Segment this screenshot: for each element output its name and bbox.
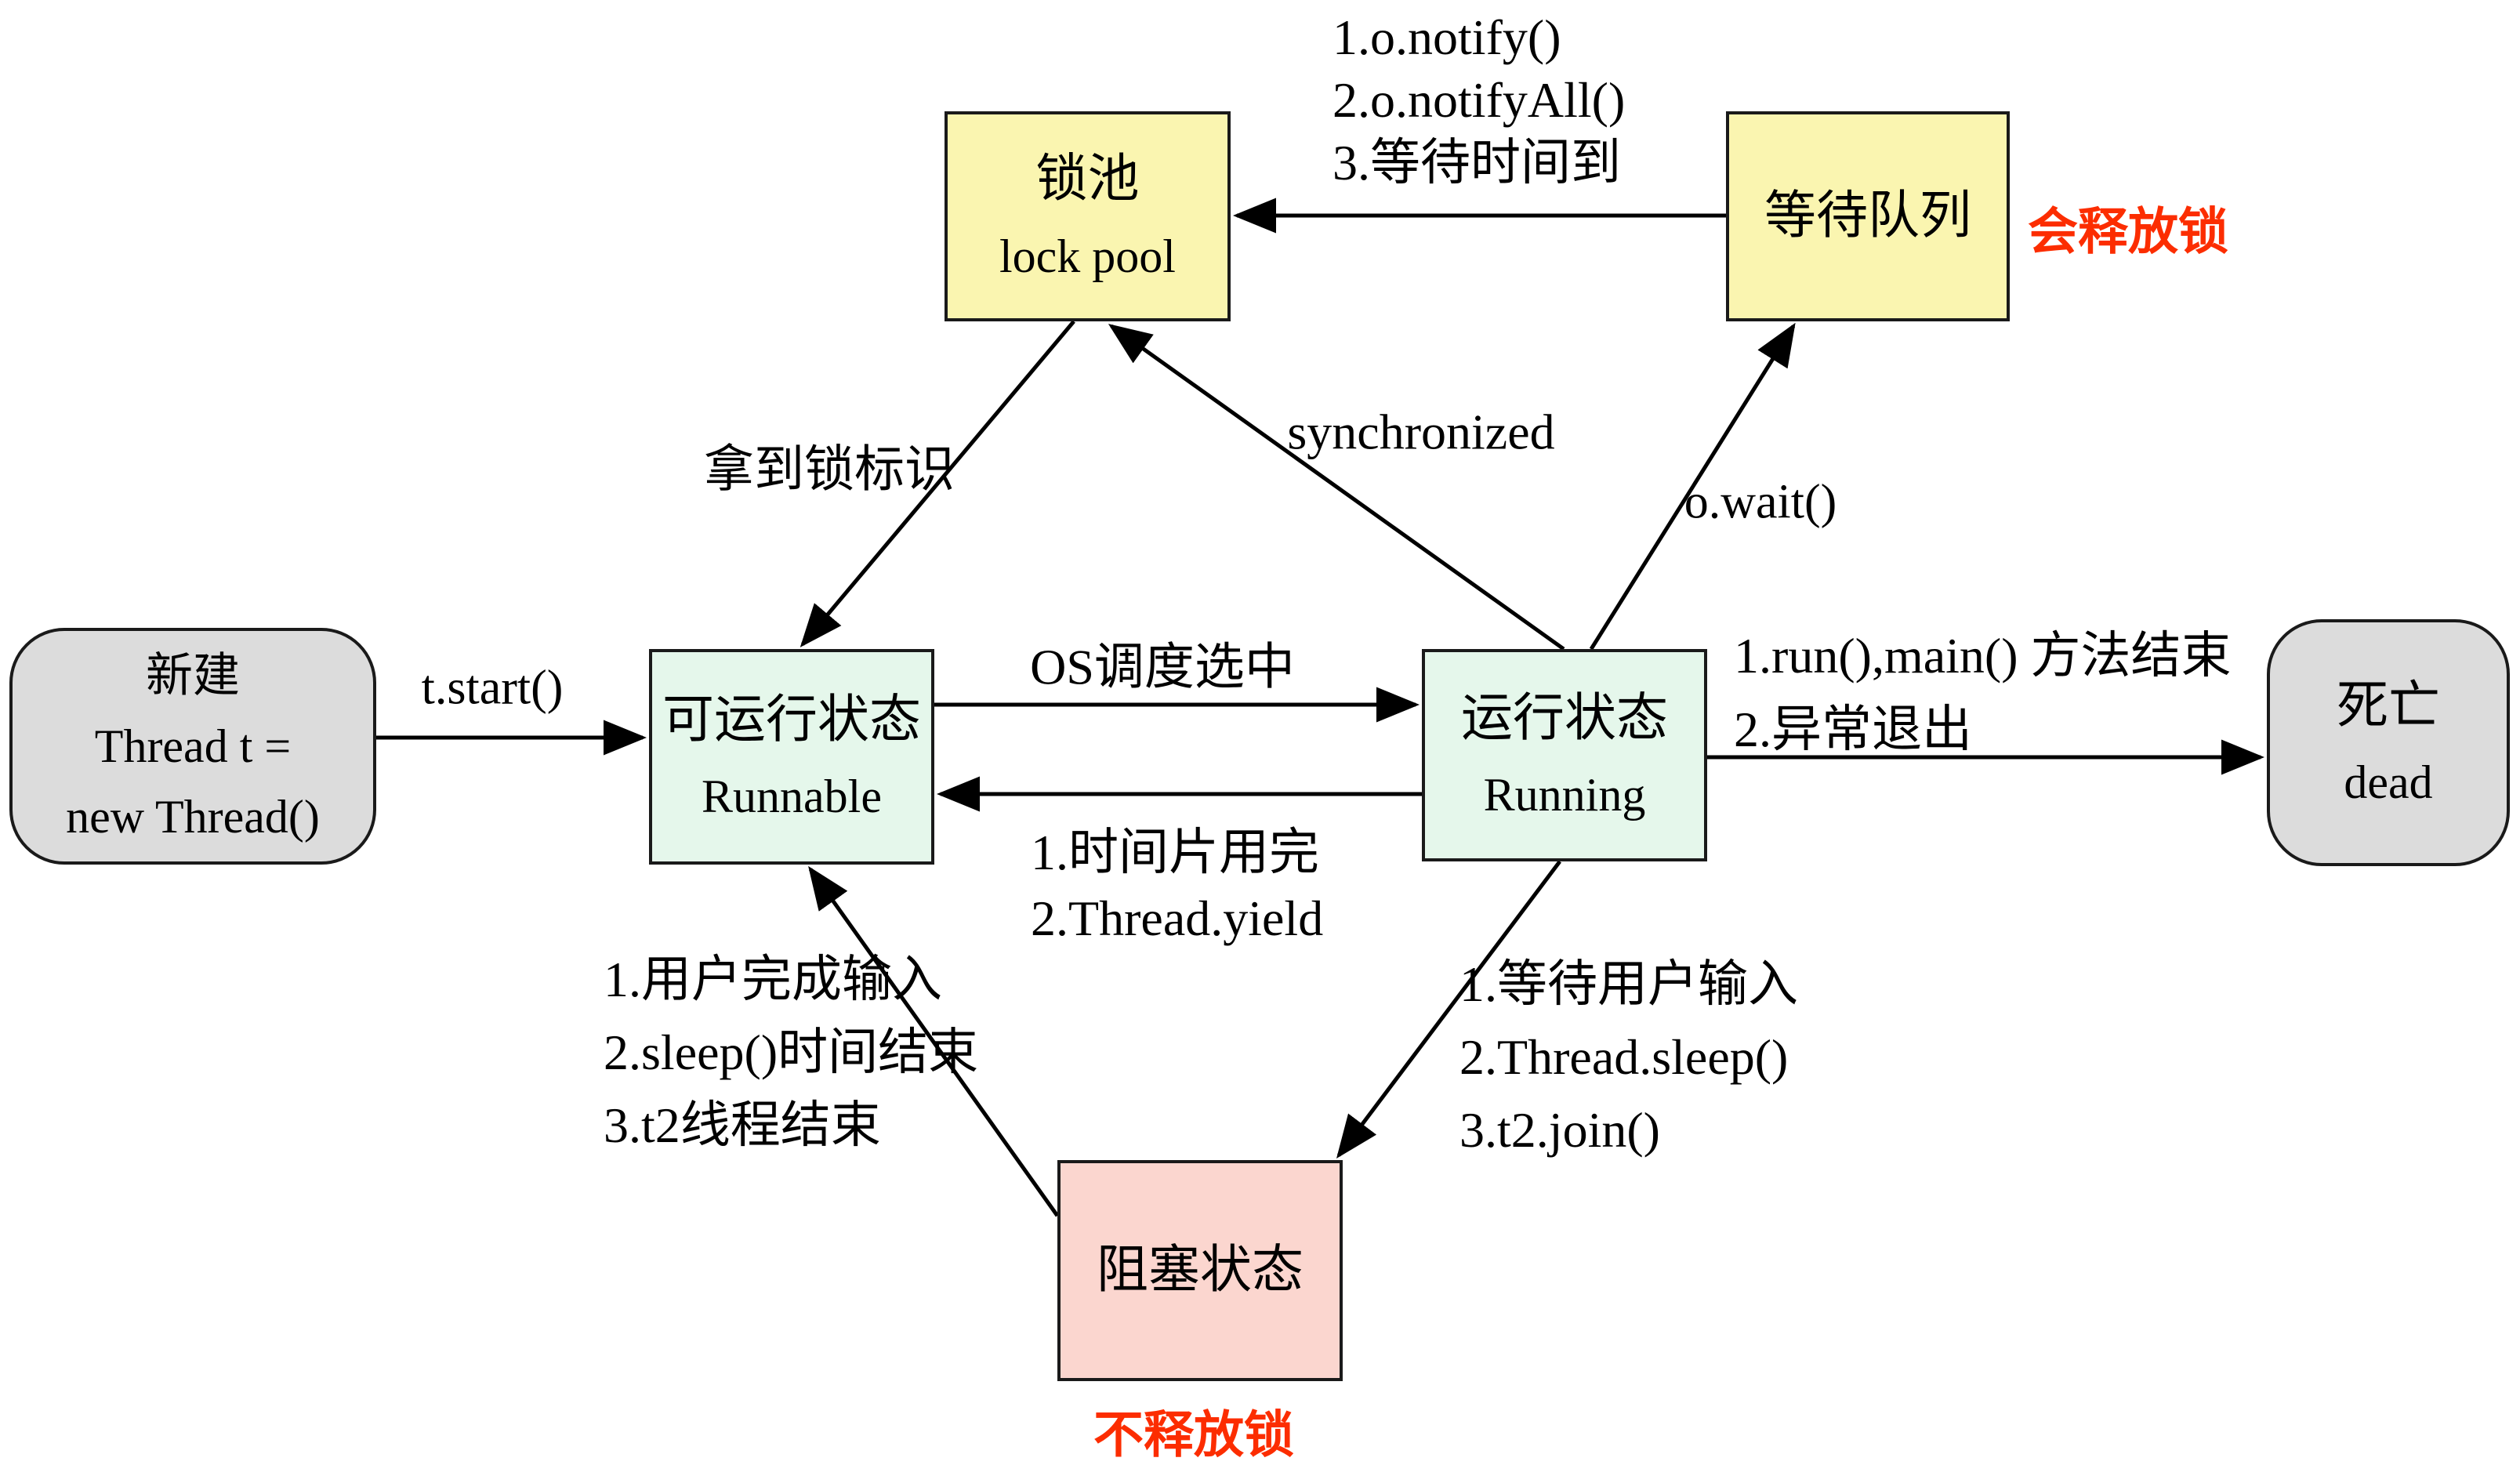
label-to-dead-list: 1.run(),main() 方法结束 2.异常退出 (1734, 619, 2232, 767)
dead-subtitle: dead (2344, 756, 2433, 809)
edge-synchronized (1108, 324, 1565, 651)
edge-o-wait (1589, 322, 1796, 651)
notify-line-2: 2.o.notifyAll() (1333, 72, 1626, 128)
wake-line-3: 3.t2线程结束 (604, 1097, 881, 1153)
label-synchronized: synchronized (1287, 404, 1555, 460)
edge-get-lock (800, 320, 1075, 647)
to-dead-line-1: 1.run(),main() 方法结束 (1734, 628, 2232, 684)
label-get-lock: 拿到锁标识 (704, 441, 955, 498)
label-o-wait: o.wait() (1684, 475, 1837, 529)
node-dead: 死亡 dead (2267, 619, 2510, 866)
block-line-2: 2.Thread.sleep() (1459, 1029, 1789, 1085)
notify-line-3: 3.等待时间到 (1333, 135, 1621, 190)
lock-pool-title: 锁池 (1035, 150, 1140, 209)
edge-to-blocked (1336, 860, 1561, 1159)
lock-pool-subtitle: lock pool (999, 230, 1176, 282)
label-yield-list: 1.时间片用完 2.Thread.yield (1031, 820, 1323, 952)
new-thread-code-line2: new Thread() (66, 791, 320, 843)
notify-line-1: 1.o.notify() (1333, 9, 1561, 65)
node-wait-queue: 等待队列 (1726, 111, 2010, 321)
node-running: 运行状态 Running (1422, 649, 1707, 861)
to-dead-line-2: 2.异常退出 (1734, 702, 1972, 757)
node-lock-pool: 锁池 lock pool (945, 111, 1231, 321)
label-wake-list: 1.用户完成输入 2.sleep()时间结束 3.t2线程结束 (604, 943, 978, 1162)
label-not-release-lock: 不释放锁 (1093, 1407, 1294, 1463)
edge-wake (808, 865, 1060, 1217)
wait-queue-title: 等待队列 (1764, 187, 1971, 245)
runnable-title: 可运行状态 (662, 691, 921, 749)
yield-line-1: 1.时间片用完 (1031, 825, 1319, 880)
node-new-thread: 新建 Thread t = new Thread() (9, 628, 376, 865)
node-runnable: 可运行状态 Runnable (649, 649, 934, 865)
label-t-start: t.start() (421, 661, 564, 715)
yield-line-2: 2.Thread.yield (1031, 890, 1324, 946)
wake-line-1: 1.用户完成输入 (604, 952, 942, 1007)
dead-title: 死亡 (2337, 676, 2440, 734)
block-line-1: 1.等待用户输入 (1459, 956, 1798, 1012)
label-will-release-lock: 会释放锁 (2028, 204, 2228, 260)
running-subtitle: Running (1483, 769, 1646, 821)
block-line-3: 3.t2.join() (1459, 1102, 1660, 1158)
node-blocked: 阻塞状态 (1057, 1160, 1343, 1381)
label-notify-list: 1.o.notify() 2.o.notifyAll() 3.等待时间到 (1333, 6, 1625, 194)
label-os-schedule: OS调度选中 (1030, 639, 1295, 695)
runnable-subtitle: Runnable (702, 771, 882, 823)
new-thread-code-line1: Thread t = (94, 720, 292, 772)
wake-line-2: 2.sleep()时间结束 (604, 1024, 979, 1080)
running-title: 运行状态 (1461, 689, 1668, 747)
new-thread-title: 新建 (146, 650, 240, 702)
blocked-title: 阻塞状态 (1097, 1241, 1304, 1299)
label-block-list: 1.等待用户输入 2.Thread.sleep() 3.t2.join() (1459, 948, 1798, 1166)
